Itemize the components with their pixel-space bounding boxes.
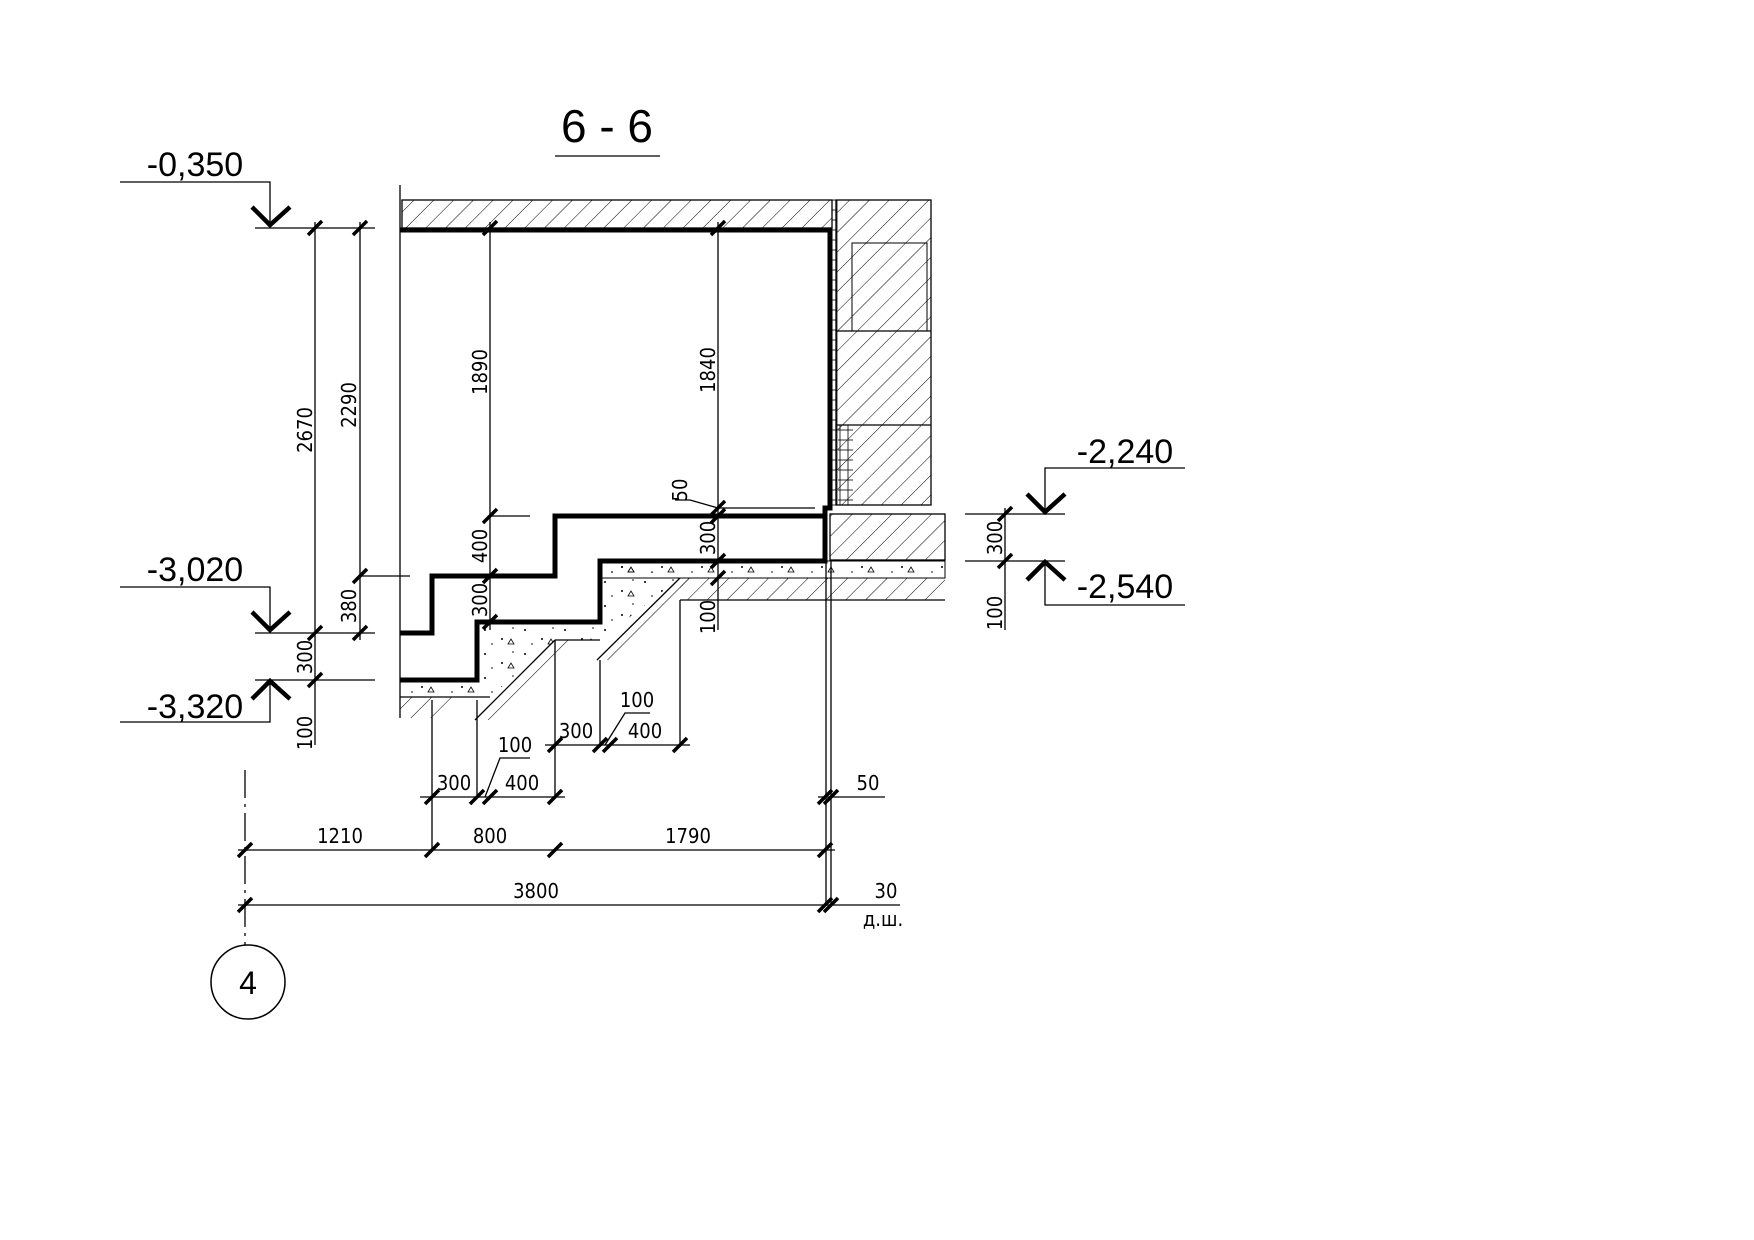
- svg-text:300: 300: [983, 521, 1007, 555]
- svg-text:2670: 2670: [293, 407, 317, 453]
- stair-lower-outline: [400, 516, 828, 683]
- svg-text:400: 400: [505, 771, 539, 795]
- svg-text:1790: 1790: [665, 824, 711, 848]
- top-slab: [401, 199, 833, 229]
- svg-text:400: 400: [468, 529, 492, 563]
- section-title: 6 - 6: [561, 100, 653, 152]
- stair-upper-outline: [400, 227, 833, 636]
- svg-text:1210: 1210: [317, 824, 363, 848]
- svg-text:1840: 1840: [696, 347, 720, 393]
- axis-label: 4: [239, 965, 257, 1001]
- svg-text:100: 100: [983, 596, 1007, 630]
- svg-text:380: 380: [337, 589, 361, 623]
- svg-text:-3,320: -3,320: [147, 688, 243, 726]
- svg-text:400: 400: [628, 719, 662, 743]
- svg-text:-2,240: -2,240: [1077, 433, 1173, 471]
- svg-text:800: 800: [473, 824, 507, 848]
- svg-text:-2,540: -2,540: [1077, 568, 1173, 606]
- svg-text:30: 30: [875, 879, 898, 903]
- svg-text:300: 300: [468, 583, 492, 617]
- brick-infill: [838, 425, 853, 505]
- svg-text:1890: 1890: [468, 349, 492, 395]
- svg-text:100: 100: [620, 688, 654, 712]
- svg-text:д.ш.: д.ш.: [863, 907, 903, 931]
- svg-text:50: 50: [857, 771, 880, 795]
- svg-text:100: 100: [293, 716, 317, 750]
- vertical-dimensions: 2670 2290 300 100 380 1890 400 300 1840 …: [293, 219, 1014, 750]
- floor-slab: [829, 513, 946, 561]
- svg-text:300: 300: [559, 719, 593, 743]
- level-mark-upper-landing: -2,240: [965, 433, 1185, 516]
- svg-text:300: 300: [696, 521, 720, 555]
- svg-text:300: 300: [293, 640, 317, 674]
- svg-text:2290: 2290: [337, 382, 361, 428]
- ground-upper: [680, 578, 945, 600]
- level-mark-upper-floor: -2,540: [965, 558, 1185, 606]
- axis-bubble: 4: [210, 944, 286, 1020]
- svg-text:-0,350: -0,350: [147, 146, 243, 184]
- svg-text:-3,020: -3,020: [147, 551, 243, 589]
- stair-concrete: [477, 561, 680, 697]
- svg-text:100: 100: [696, 600, 720, 634]
- svg-text:50: 50: [668, 479, 692, 502]
- level-mark-lower-floor: -3,320: [120, 677, 375, 726]
- svg-text:300: 300: [437, 771, 471, 795]
- insulation-layer: [831, 199, 838, 506]
- svg-text:100: 100: [498, 733, 532, 757]
- level-mark-top: -0,350: [120, 146, 375, 229]
- horizontal-dimensions: 1210 800 1790 3800 30 д.ш. 300 400 100 3…: [236, 688, 903, 945]
- svg-text:3800: 3800: [513, 879, 559, 903]
- level-mark-lower-landing: -3,020: [120, 551, 375, 634]
